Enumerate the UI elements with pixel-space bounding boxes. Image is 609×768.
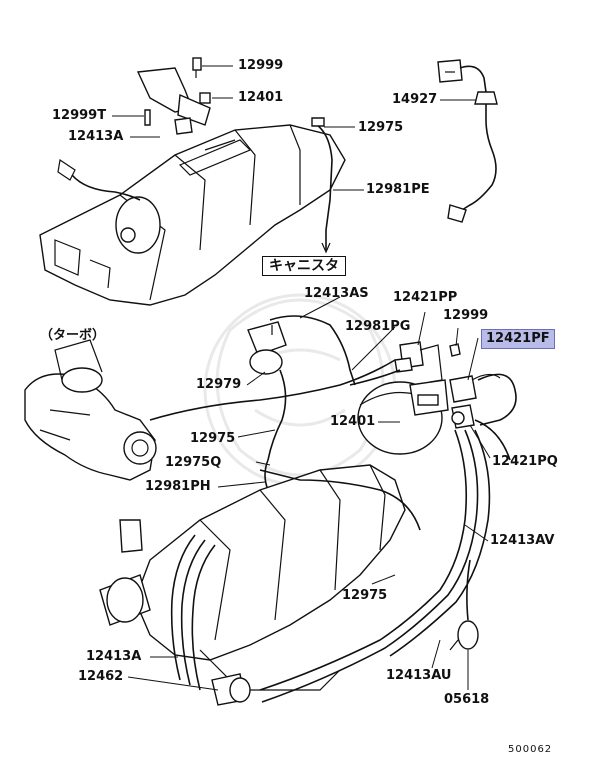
- label-12981PE: 12981PE: [366, 182, 430, 197]
- valve-12979: [247, 321, 287, 375]
- label-12975-mid: 12975: [190, 431, 236, 446]
- label-12413AV: 12413AV: [490, 533, 555, 548]
- solenoid-valve-12421PQ: [451, 404, 475, 429]
- label-05618: 05618: [444, 692, 490, 707]
- label-12979: 12979: [196, 377, 242, 392]
- label-12981PH: 12981PH: [145, 479, 211, 494]
- label-12999-mid: 12999: [443, 308, 489, 323]
- leader-lines: [112, 65, 491, 691]
- label-12999T: 12999T: [52, 108, 107, 123]
- solenoid-valve-12421PP: [394, 341, 443, 383]
- label-canister-box: キャニスタ: [262, 256, 346, 276]
- bolt-12999-mid: [449, 343, 461, 357]
- label-12975Q: 12975Q: [165, 455, 222, 470]
- hose-bundle-12413AV: [259, 429, 468, 691]
- turbocharger: [24, 339, 157, 481]
- label-12421PQ: 12421PQ: [492, 454, 558, 469]
- label-12413A-top: 12413A: [68, 129, 124, 144]
- label-12421PP: 12421PP: [393, 290, 458, 305]
- hose-12413AS: [149, 359, 396, 421]
- diagram-id: 500062: [508, 744, 553, 755]
- sensor-14927: [437, 59, 498, 223]
- vacuum-tank-12401: [357, 379, 449, 455]
- label-12999-top: 12999: [238, 58, 284, 73]
- label-12413A-low: 12413A: [86, 649, 142, 664]
- lower-intake-manifold: [99, 464, 406, 691]
- upper-intake-manifold: [39, 57, 346, 306]
- label-turbo: （ターボ）: [40, 328, 106, 343]
- label-12421PF-highlighted: 12421PF: [481, 329, 555, 349]
- solenoid-valve-12421PF: [449, 373, 501, 403]
- label-12413AS: 12413AS: [304, 286, 369, 301]
- label-14927: 14927: [392, 92, 438, 107]
- hose-12981PE: [316, 124, 333, 250]
- label-12462: 12462: [78, 669, 124, 684]
- label-12401-mid: 12401: [330, 414, 376, 429]
- label-12975-top: 12975: [358, 120, 404, 135]
- label-12413AU: 12413AU: [386, 668, 452, 683]
- valve-05618: [449, 620, 479, 651]
- connector-12462: [211, 673, 251, 706]
- label-12401-top: 12401: [238, 90, 284, 105]
- label-12981PG: 12981PG: [345, 319, 411, 334]
- label-12975-low: 12975: [342, 588, 388, 603]
- hose-12413AU: [466, 559, 471, 621]
